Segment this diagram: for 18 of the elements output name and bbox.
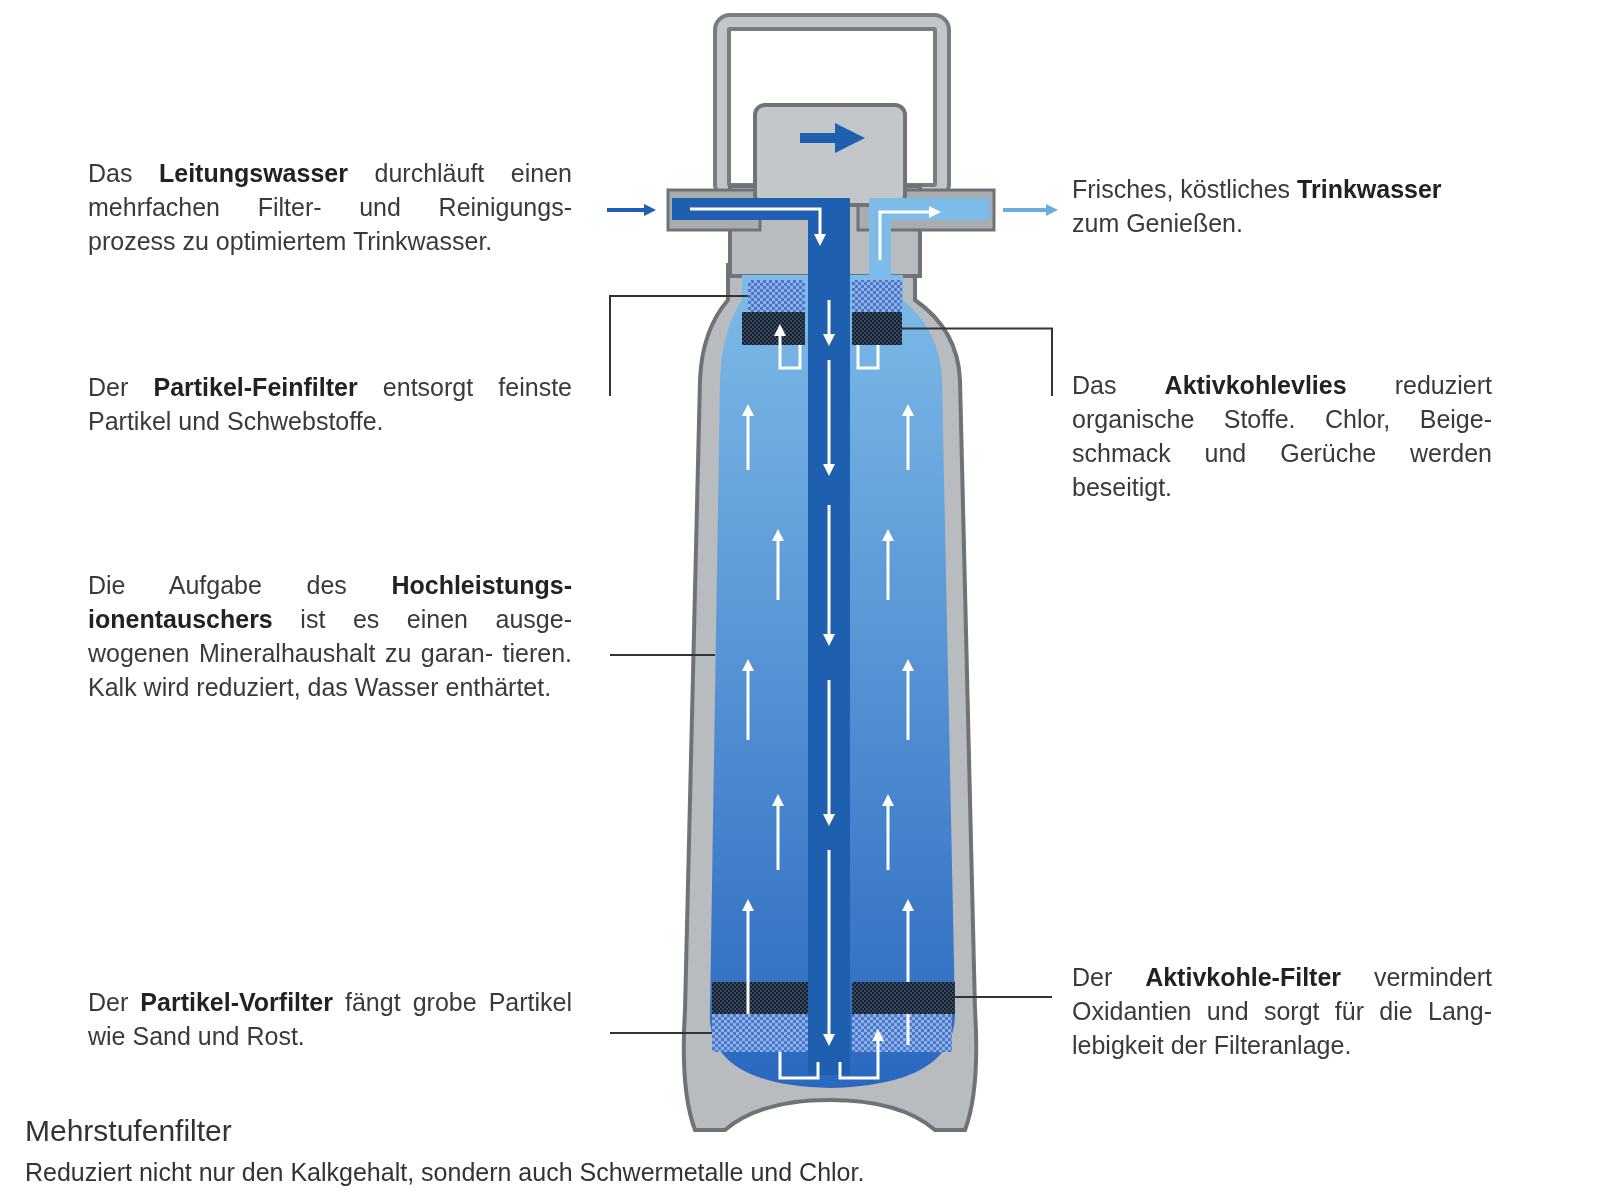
leader-line <box>609 1032 713 1034</box>
callout-text: Der Partikel-Vorfilter fängt grobe Partikel wie Sand und Rost. <box>88 985 610 1053</box>
activated-carbon-fleece-layer <box>852 312 902 345</box>
description-text: Das Leitungswasser durchläuft einen mehrfachen Filter- und Reinigungs- prozess zu optimiertem Trinkwasser. <box>88 158 572 257</box>
title: Mehrstufenfilter <box>25 1114 232 1148</box>
leader-line <box>954 996 1053 998</box>
leader-line <box>609 654 716 656</box>
callout-text: Der Aktivkohle-Filter vermindert Oxidantien und sorgt für die Lang- lebigkeit der Filteranlage. <box>1052 960 1492 1062</box>
callout-text: Der Partikel-Feinfilter entsorgt feinste Partikel und Schwebstoffe. <box>88 370 610 438</box>
caption: Reduziert nicht nur den Kalkgehalt, sondern auch Schwermetalle und Chlor. <box>25 1158 865 1187</box>
description-text: Frisches, köstliches Trinkwasser zum Genießen. <box>1072 174 1443 239</box>
activated-carbon-filter-layer <box>852 982 955 1014</box>
callout-text: Das Aktivkohlevlies reduziert organische Stoffe. Chlor, Beige- schmack und Gerüche werden beseitigt. <box>1052 368 1492 504</box>
fine-filter-layer <box>748 280 805 312</box>
leader-line <box>901 327 1053 397</box>
callout-text: Die Aufgabe des Hochleistungs- ionentauschers ist es einen ausge- wogenen Mineralhaushalt zu garan- tieren. Kalk wird reduziert, das Wasser enthärtet. <box>88 568 610 704</box>
prefilter-layer <box>712 1014 808 1052</box>
ion-exchange-resin-bed <box>708 275 958 1090</box>
